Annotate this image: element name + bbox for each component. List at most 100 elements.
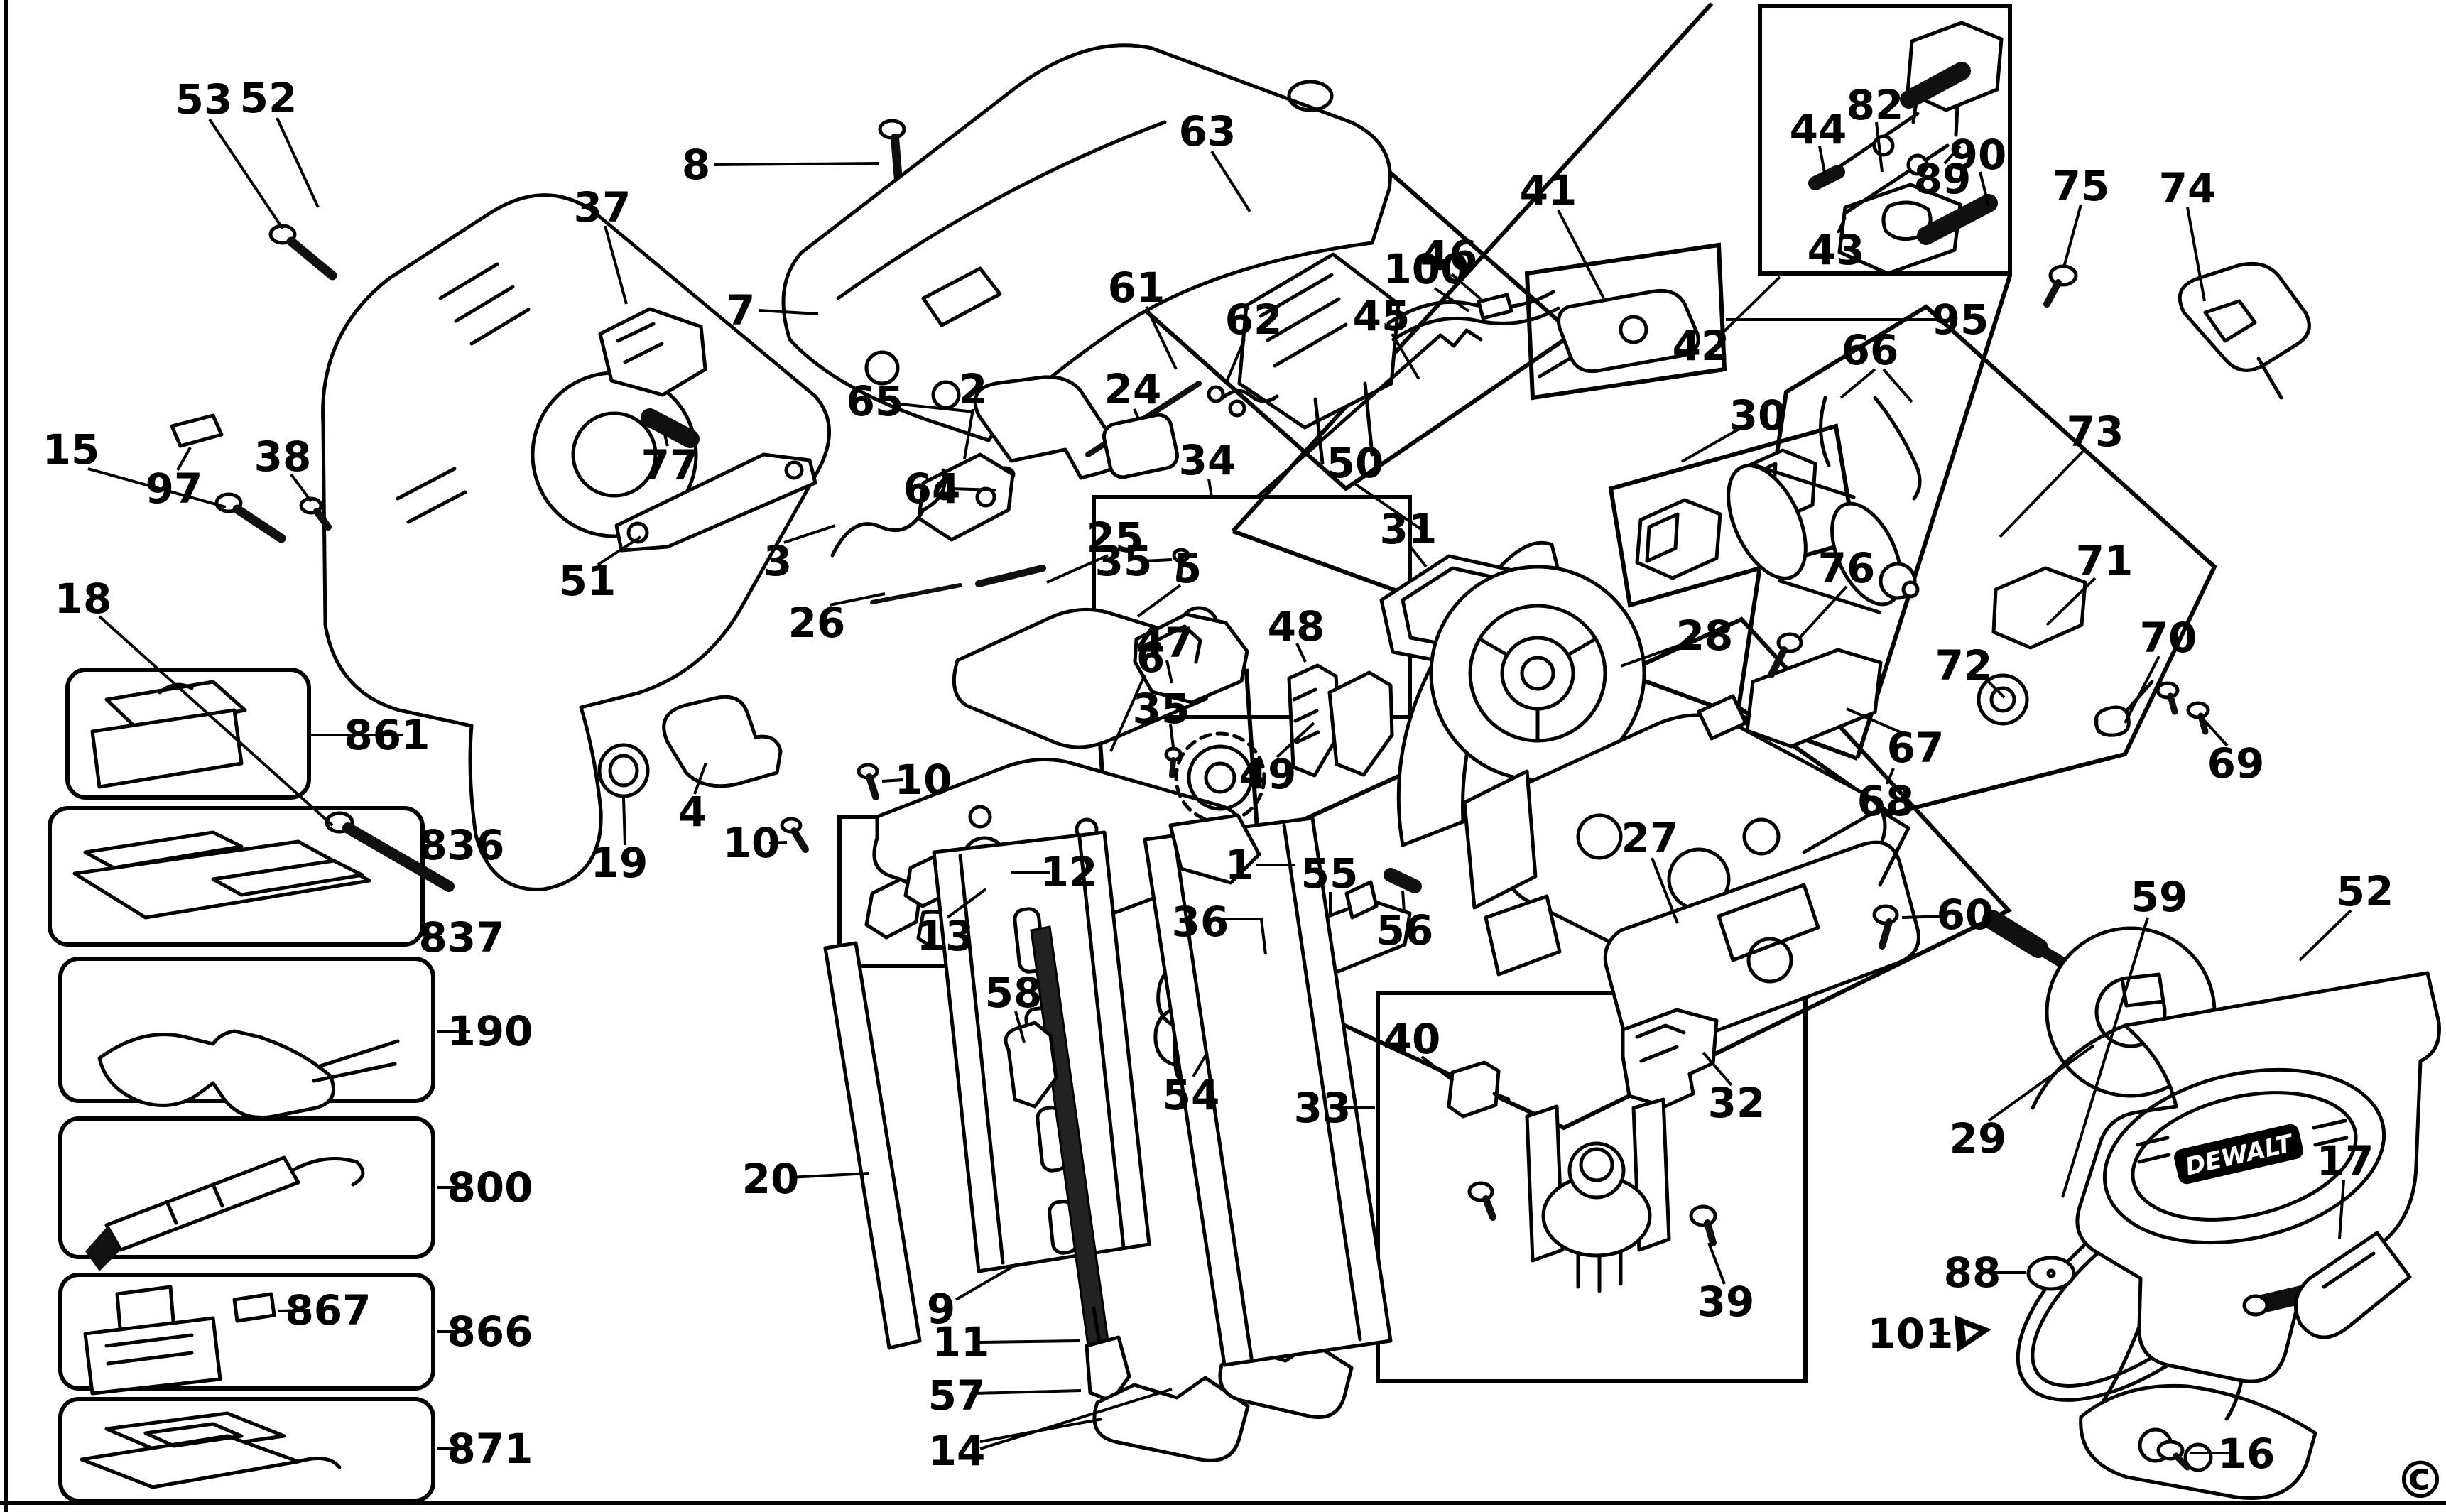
leader-line-56 <box>1651 857 1679 924</box>
part-label-190: 190 <box>447 1007 533 1055</box>
symbol-101-inner <box>1964 1325 1979 1341</box>
disc-88-dot <box>2046 1268 2056 1278</box>
copyright-symbol: © <box>2395 1450 2446 1510</box>
housing-left-vent5 <box>406 490 467 524</box>
bracket-57 <box>1085 1335 1131 1403</box>
part-label-28: 28 <box>1676 611 1734 660</box>
switch-95 <box>1557 288 1700 374</box>
part-label-101: 101 <box>1867 1310 1953 1358</box>
part-label-33: 33 <box>1294 1084 1352 1132</box>
part-label-59: 59 <box>2131 873 2188 921</box>
rod-42b <box>1843 143 1950 215</box>
part-label-37: 37 <box>574 183 631 232</box>
parts-62-a <box>1207 385 1225 403</box>
part-label-35: 35 <box>1133 685 1190 733</box>
part-label-861: 861 <box>344 711 430 759</box>
part-label-2: 2 <box>959 365 987 413</box>
part-label-45: 45 <box>1353 292 1410 340</box>
part-label-11: 11 <box>933 1318 990 1366</box>
grip-foot <box>2079 1383 2317 1500</box>
charger-871-cord <box>296 1457 342 1469</box>
leader-line-47 <box>2124 656 2160 724</box>
part-label-65: 65 <box>847 377 904 425</box>
spring-56 <box>1384 868 1422 893</box>
pulley-28-bore <box>1520 656 1555 691</box>
leader-line-0 <box>208 118 284 230</box>
part-label-41: 41 <box>1520 166 1577 214</box>
accessory-box-4 <box>58 1273 435 1391</box>
sticker-97 <box>170 413 224 448</box>
cover-7 <box>781 43 1392 442</box>
part-label-866: 866 <box>447 1307 533 1356</box>
leader-line-79 <box>783 524 836 544</box>
hook-17-stub-end <box>2242 1294 2269 1317</box>
leader-line-74 <box>622 798 626 846</box>
part-label-67: 67 <box>1887 724 1945 772</box>
screw-38-shaft <box>313 508 332 531</box>
part-40 <box>1447 1060 1501 1119</box>
trigger-54-lip <box>1153 1006 1179 1067</box>
charger-871-top <box>104 1411 286 1455</box>
leader-line-65 <box>1420 1055 1455 1082</box>
screw-16-shaft <box>2173 1452 2191 1471</box>
leader-line-7 <box>604 225 628 305</box>
housing-right-boss <box>2102 1067 2386 1245</box>
part-label-3: 3 <box>763 537 792 585</box>
part-label-19: 19 <box>591 839 648 887</box>
leader-line-63 <box>2338 1180 2345 1239</box>
applicator-800 <box>104 1155 300 1252</box>
applicator-800-band1 <box>165 1200 178 1225</box>
housing-right-arm <box>2031 1023 2127 1110</box>
grip-column <box>2102 1325 2244 1421</box>
part-label-5: 5 <box>1173 544 1202 592</box>
boundary-poly-1 <box>1524 242 1727 401</box>
cover-7-hole <box>1287 80 1334 112</box>
part-label-43: 43 <box>1808 226 1865 274</box>
leader-line-32 <box>1818 146 1827 177</box>
part-label-58: 58 <box>985 969 1043 1017</box>
bumper-24 <box>1102 413 1180 479</box>
part-label-49: 49 <box>1239 750 1297 798</box>
leader-line-44 <box>1999 449 2085 538</box>
screw-15-shaft <box>232 504 286 543</box>
leader-line-13 <box>1210 150 1251 213</box>
motor-68-cap <box>1727 464 1808 580</box>
bracket-65 <box>973 375 1120 480</box>
screw-53-shaft <box>286 236 337 281</box>
screw-35a-shaft <box>1176 558 1184 581</box>
screw-60 <box>1872 904 1899 925</box>
part-label-50: 50 <box>1327 439 1384 487</box>
part-label-17: 17 <box>2317 1137 2374 1185</box>
solenoid-cone2 <box>1579 1147 1614 1182</box>
clip-46 <box>1477 293 1513 320</box>
leader-line-86 <box>979 1388 1173 1450</box>
part-label-72: 72 <box>1935 641 1993 690</box>
motor-68-top <box>1752 463 1856 499</box>
leader-line-38 <box>1450 273 1483 301</box>
leader-line-14 <box>1224 339 1246 384</box>
pin-18 <box>342 822 455 892</box>
part-label-52: 52 <box>2337 867 2394 915</box>
part-label-36: 36 <box>1172 898 1229 946</box>
leader-line-70 <box>946 888 987 919</box>
screw-75 <box>2048 264 2078 287</box>
leader-line-73 <box>693 762 707 795</box>
part-label-12: 12 <box>1040 848 1098 896</box>
leader-line-49 <box>2197 713 2229 747</box>
housing-right-stripe3 <box>2312 1119 2347 1130</box>
screw-69a-shaft <box>2167 692 2178 715</box>
housing-right-stripe4 <box>2313 1136 2349 1147</box>
part-label-44: 44 <box>1790 105 1847 153</box>
part-40-stub <box>1492 1092 1511 1102</box>
leader-line-80 <box>789 1172 870 1179</box>
leader-line-35 <box>1943 145 1962 165</box>
battery-866-body <box>83 1316 222 1396</box>
leader-line-48 <box>1846 707 1903 734</box>
cover-7-ridge <box>836 120 1167 300</box>
tray-836-rail1 <box>83 830 244 870</box>
bumper-30a <box>1635 498 1722 580</box>
leader-line-88 <box>421 844 442 848</box>
screw-35b-shaft <box>1169 757 1176 778</box>
